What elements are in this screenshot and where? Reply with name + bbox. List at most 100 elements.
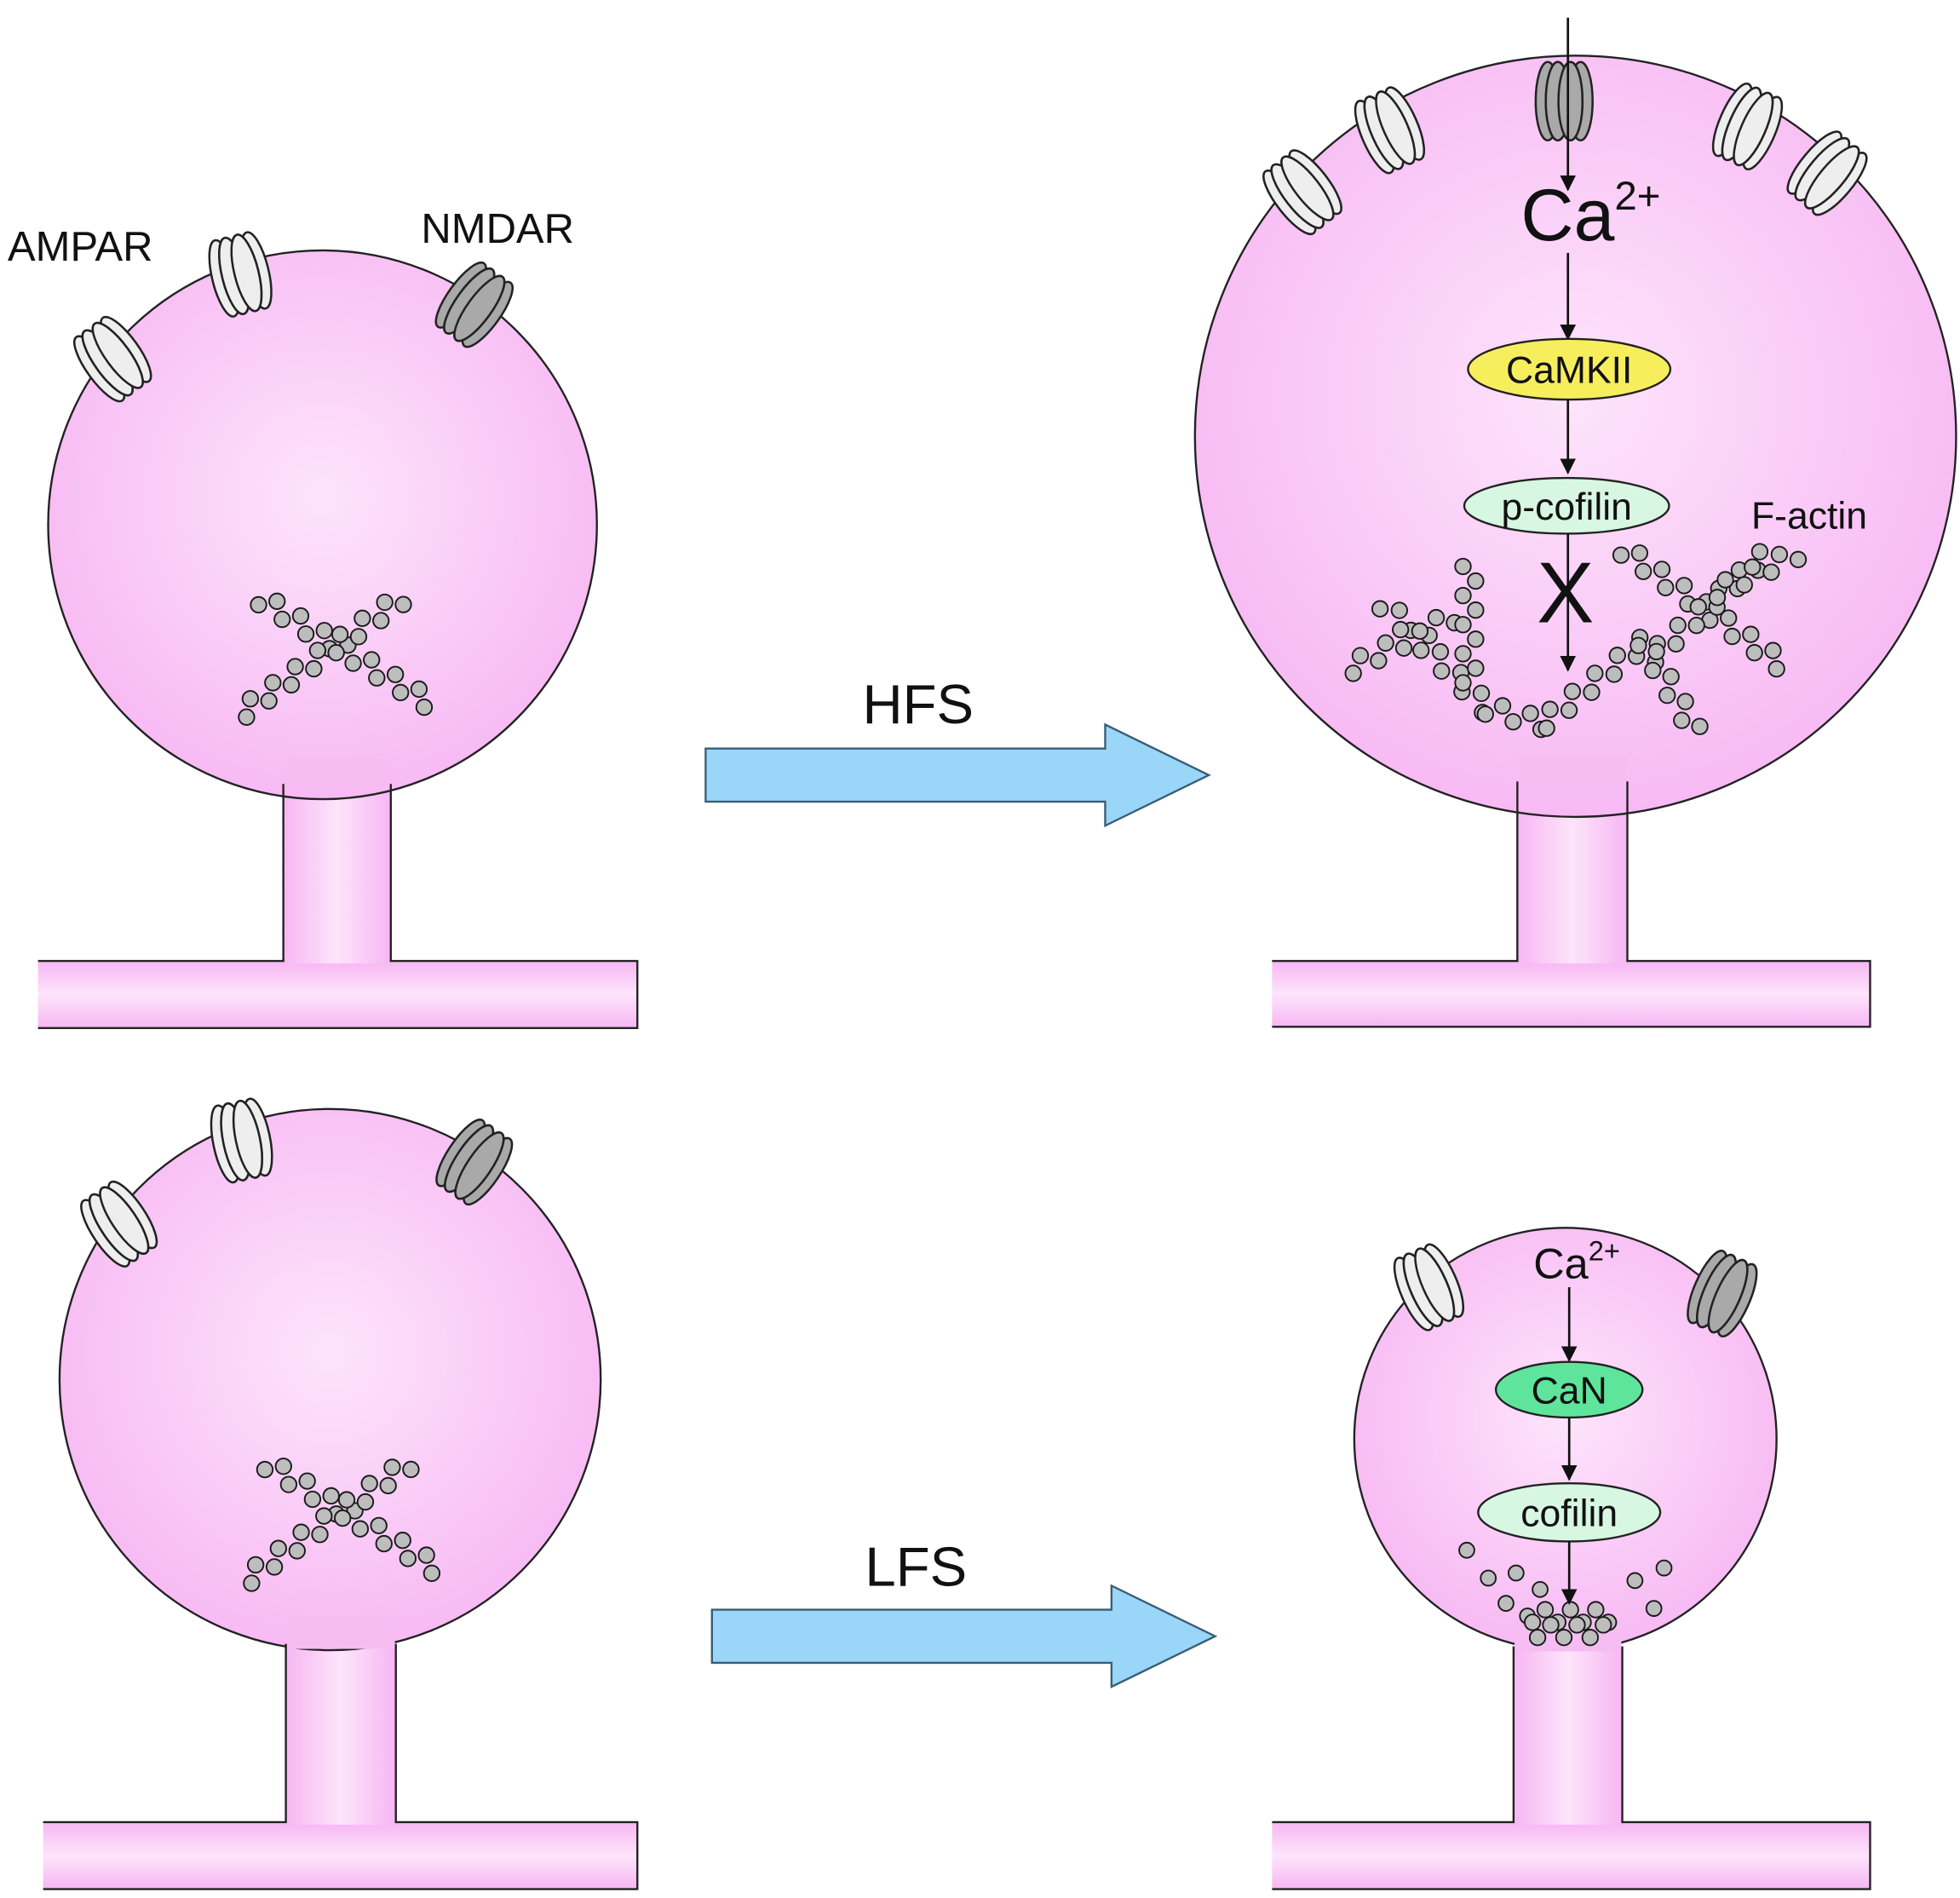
actin-bead-icon: [1431, 643, 1450, 661]
lfs-label: LFS: [865, 1535, 967, 1597]
actin-bead-icon: [256, 1460, 274, 1479]
actin-bead-icon: [1587, 1601, 1605, 1619]
ampar-receptor-icon: [73, 315, 152, 403]
spine-outline: [43, 1643, 639, 1890]
dendrite-shaft: [43, 1821, 638, 1889]
cofilin-label: cofilin: [1520, 1493, 1618, 1534]
actin-bead-icon: [372, 612, 390, 630]
actin-bead-icon: [1454, 674, 1472, 692]
actin-bead-icon: [1595, 1616, 1612, 1634]
nmdar-label: NMDAR: [421, 206, 574, 252]
stimulus-arrow-icon: [704, 722, 1211, 828]
actin-bead-icon: [265, 1558, 284, 1576]
spine-neck: [283, 784, 391, 964]
actin-bead-icon: [1561, 1601, 1579, 1619]
actin-bead-icon: [1608, 647, 1626, 664]
actin-bead-icon: [296, 625, 315, 643]
actin-bead-icon: [1472, 684, 1491, 703]
spine-depressed-lfs: [1272, 1227, 1871, 1890]
nmdar-receptor-icon: [1687, 1249, 1758, 1338]
actin-bead-icon: [1467, 630, 1485, 648]
ampar-receptor-icon: [1354, 86, 1426, 175]
actin-bead-icon: [1750, 543, 1769, 561]
actin-bead-icon: [1523, 1613, 1542, 1631]
actin-bead-icon: [1742, 625, 1760, 643]
actin-bead-icon: [1676, 693, 1694, 710]
actin-bead-icon: [273, 610, 291, 629]
actin-bead-icon: [1563, 682, 1582, 700]
actin-bead-icon: [394, 1532, 411, 1550]
p-cofilin-oval: [1463, 476, 1670, 535]
actin-bead-icon: [1673, 711, 1691, 729]
actin-bead-icon: [1687, 616, 1705, 635]
spine-neck: [285, 1643, 396, 1825]
actin-bead-icon: [1497, 1595, 1515, 1613]
nmdar-receptor-icon: [435, 1119, 514, 1206]
actin-bead-icon: [282, 676, 301, 694]
camkii-oval: [1467, 337, 1672, 401]
actin-bead-icon: [1467, 572, 1485, 590]
actin-bead-icon: [1411, 622, 1429, 641]
ampar-receptor-icon: [1393, 1243, 1465, 1331]
actin-bead-icon: [1493, 697, 1512, 715]
actin-bead-icon: [1476, 705, 1494, 723]
actin-bead-icon: [1635, 562, 1652, 580]
actin-bead-icon: [375, 1534, 393, 1553]
ampar-receptor-icon: [208, 231, 273, 318]
actin-bead-icon: [308, 641, 327, 659]
dendrite-shaft: [1272, 1821, 1871, 1889]
actin-bead-icon: [1770, 545, 1789, 564]
actin-bead-icon: [1351, 647, 1370, 664]
actin-bead-icon: [1433, 662, 1451, 680]
actin-bead-icon: [264, 674, 282, 692]
actin-bead-icon: [363, 651, 381, 669]
actin-bead-icon: [376, 593, 394, 612]
actin-bead-icon: [1480, 1569, 1497, 1587]
actin-bead-icon: [1536, 1601, 1555, 1619]
ampar-label: AMPAR: [8, 224, 153, 270]
stimulus-arrow-icon: [710, 1584, 1218, 1689]
actin-bead-icon: [394, 595, 412, 613]
actin-bead-icon: [1789, 550, 1808, 568]
ampar-receptor-icon: [1786, 130, 1868, 216]
actin-bead-icon: [238, 708, 256, 726]
actin-bead-icon: [1394, 639, 1413, 657]
spine-outline: [1272, 781, 1871, 1028]
hfs-stimulus-arrow: [704, 722, 1211, 828]
actin-bead-icon: [1657, 578, 1675, 596]
actin-bead-icon: [1467, 601, 1485, 619]
spine-outline: [1272, 1646, 1871, 1890]
actin-bead-icon: [1586, 664, 1604, 682]
actin-bead-icon: [1344, 664, 1362, 682]
actin-bead-icon: [311, 1526, 329, 1544]
actin-bead-icon: [370, 1516, 388, 1535]
spine-head: [58, 1107, 602, 1652]
actin-bead-icon: [1735, 576, 1753, 594]
actin-bead-icon: [246, 1556, 265, 1574]
actin-bead-icon: [1583, 683, 1601, 701]
spine-baseline-bottom: [43, 1107, 639, 1890]
actin-bead-icon: [274, 1458, 292, 1475]
actin-bead-icon: [268, 592, 286, 610]
actin-layer: [238, 543, 1808, 1647]
actin-bead-icon: [1560, 701, 1578, 719]
actin-bead-icon: [415, 699, 434, 716]
actin-bead-icon: [1612, 546, 1630, 564]
actin-bead-icon: [1392, 620, 1410, 639]
actin-bead-icon: [410, 680, 428, 699]
ampar-receptor-icon: [1262, 149, 1342, 236]
actin-bead-icon: [1675, 577, 1693, 595]
actin-bead-icon: [386, 665, 405, 683]
spines-layer: [37, 55, 1957, 1890]
actin-bead-icon: [1542, 1616, 1560, 1634]
nmdar-receptor-icon: [434, 261, 514, 348]
actin-bead-icon: [1708, 589, 1727, 607]
actin-bead-icon: [305, 659, 323, 678]
ampar-receptor-icon: [80, 1180, 158, 1268]
actin-bead-icon: [315, 622, 333, 640]
spine-potentiated-hfs: [1193, 55, 1957, 1028]
dendrite-shaft: [37, 961, 638, 1028]
actin-bead-icon: [1568, 1616, 1586, 1634]
actin-bead-icon: [1652, 561, 1671, 578]
hfs-label: HFS: [862, 673, 974, 735]
